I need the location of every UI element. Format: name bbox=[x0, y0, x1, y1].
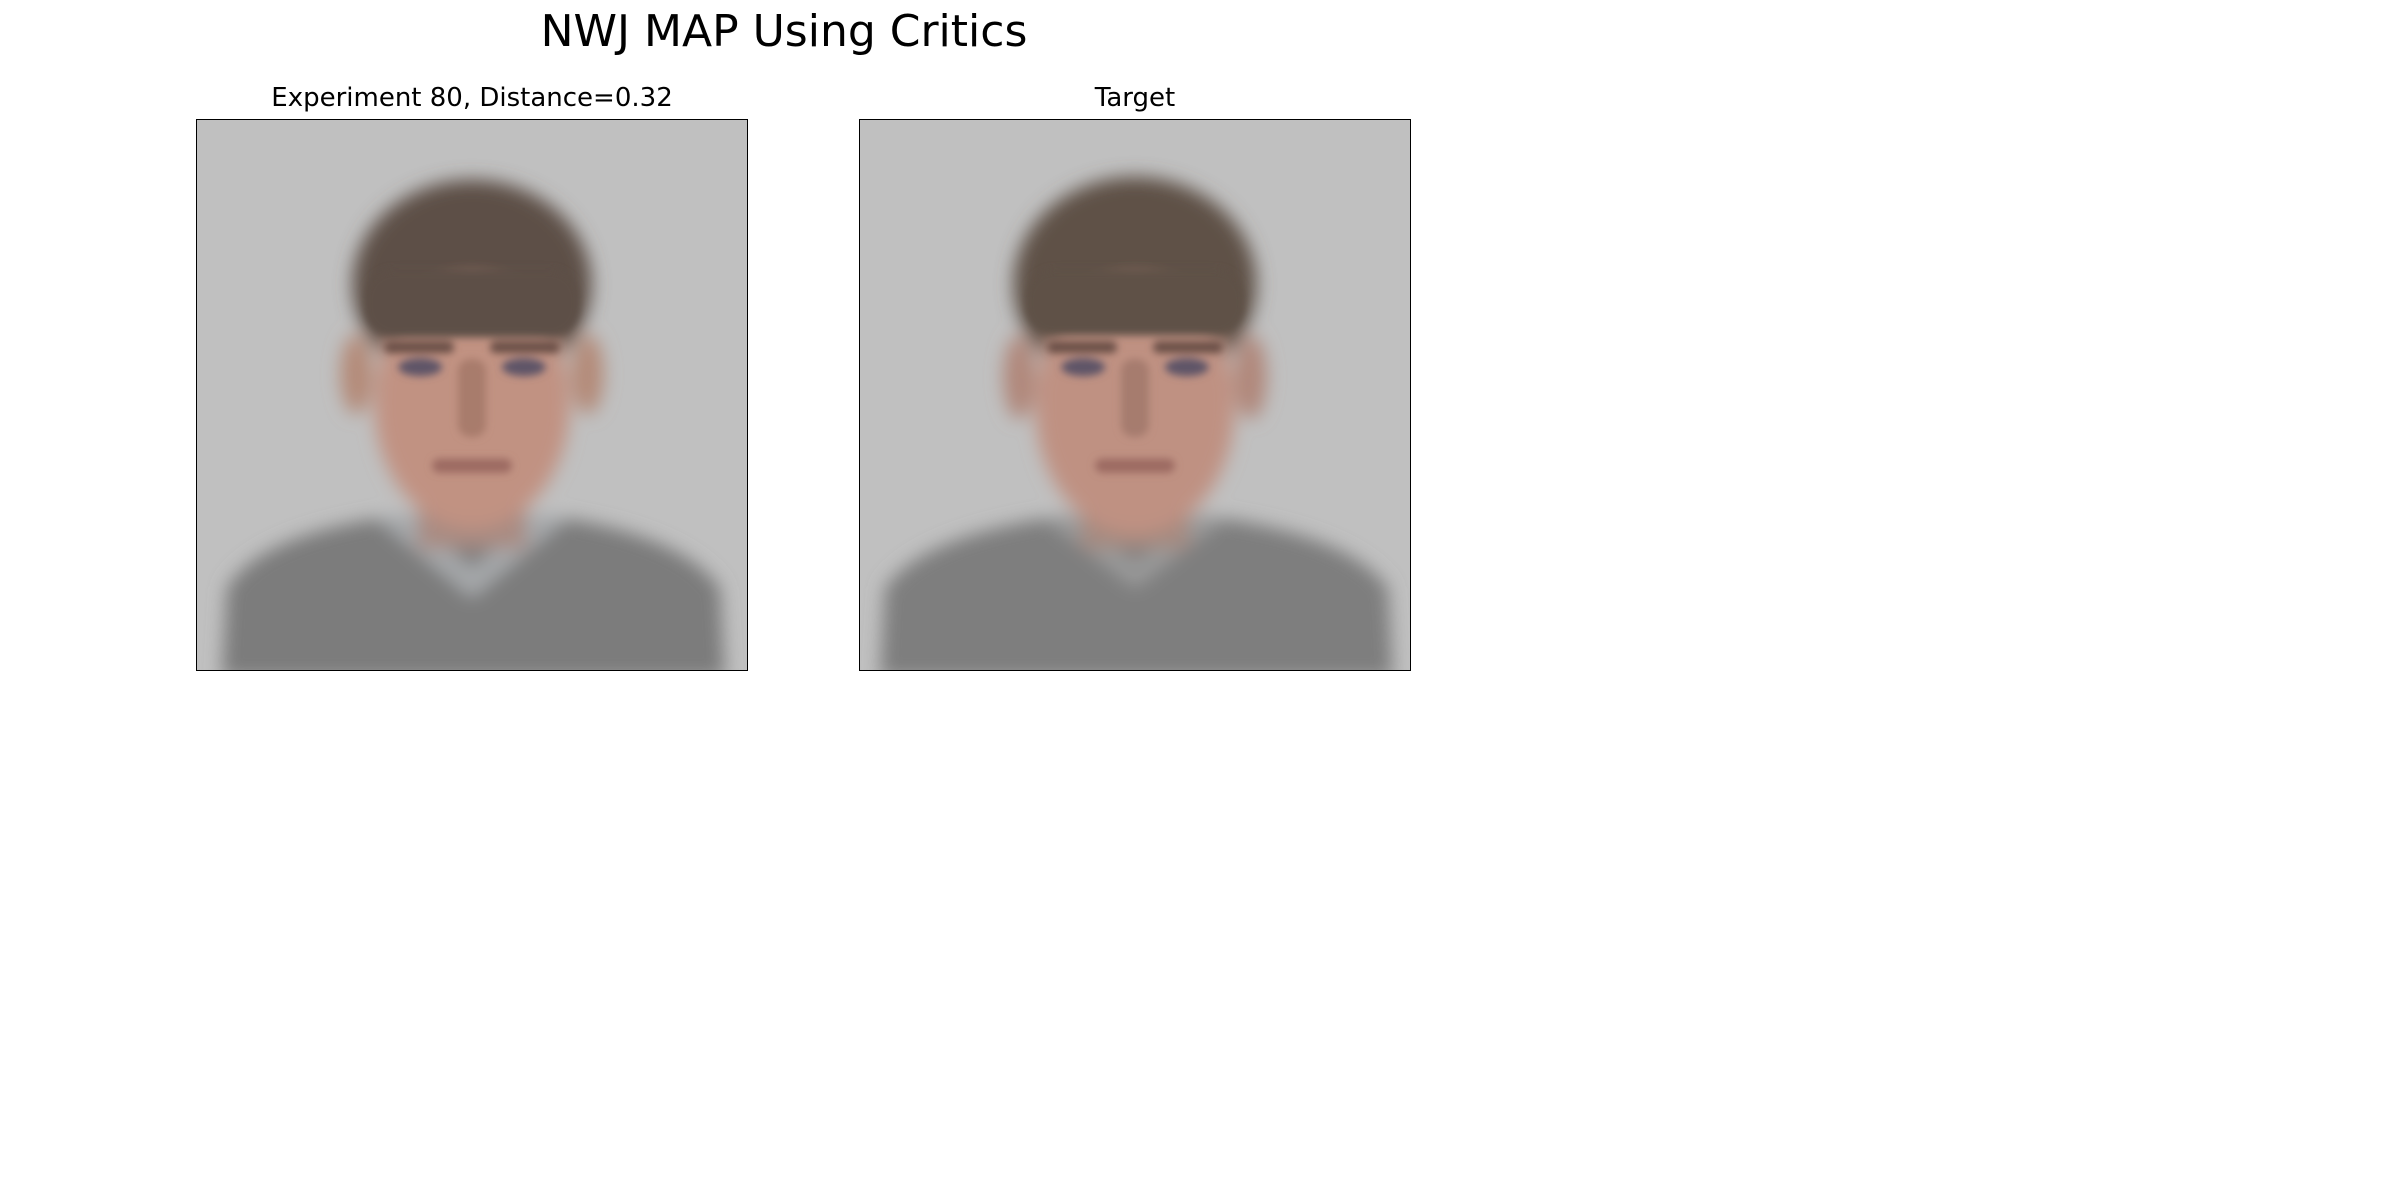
image-panel-experiment bbox=[196, 119, 748, 671]
panel-title-experiment: Experiment 80, Distance=0.32 bbox=[271, 83, 673, 113]
image-panel-target bbox=[859, 119, 1411, 671]
panel-title-target: Target bbox=[1094, 83, 1176, 113]
figure-title: NWJ MAP Using Critics bbox=[540, 6, 1028, 57]
face-image-experiment bbox=[197, 120, 747, 670]
face-image-target bbox=[860, 120, 1410, 670]
